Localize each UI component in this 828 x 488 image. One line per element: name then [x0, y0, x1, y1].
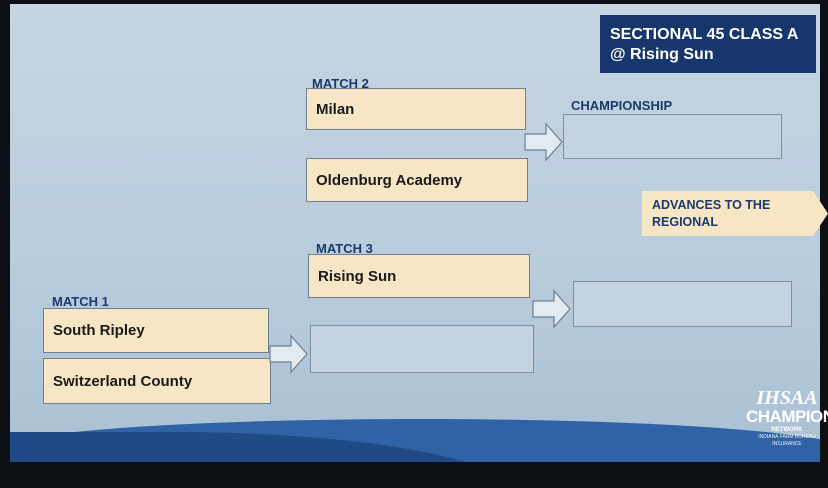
- logo-line-4: INDIANA FARM BUREAU INSURANCE: [758, 434, 816, 447]
- championship-slot-top: [563, 114, 782, 159]
- logo-line-2: CHAMPION: [746, 407, 828, 426]
- match1-team1: South Ripley: [43, 308, 269, 353]
- ihsaa-champions-network-logo: IHSAA CHAMPION NETWORK INDIANA FARM BURE…: [746, 388, 828, 454]
- match1-team2: Switzerland County: [43, 358, 271, 404]
- match1-label: MATCH 1: [52, 294, 109, 309]
- championship-label: CHAMPIONSHIP: [571, 98, 673, 113]
- logo-line-1: IHSAA: [756, 387, 818, 409]
- advances-line-1: ADVANCES TO THE: [652, 198, 771, 212]
- match2-team2: Oldenburg Academy: [306, 158, 528, 202]
- logo-line-3: NETWORK: [771, 427, 803, 433]
- match2-team1: Milan: [306, 88, 526, 130]
- sectional-title: SECTIONAL 45 CLASS A @ Rising Sun: [600, 15, 816, 73]
- arrow-right-icon: [524, 122, 563, 162]
- title-line-2: @ Rising Sun: [610, 46, 714, 63]
- arrow-right-icon: [269, 334, 308, 374]
- match3-team1: Rising Sun: [308, 254, 530, 298]
- advances-to-regional: ADVANCES TO THE REGIONAL: [642, 191, 828, 236]
- match2-label: MATCH 2: [312, 76, 369, 91]
- arrow-right-icon: [532, 289, 571, 329]
- advances-line-2: REGIONAL: [652, 215, 718, 229]
- match3-team2: [310, 325, 534, 373]
- championship-slot-bottom: [573, 281, 792, 327]
- match3-label: MATCH 3: [316, 241, 373, 256]
- title-line-1: SECTIONAL 45 CLASS A: [610, 26, 799, 43]
